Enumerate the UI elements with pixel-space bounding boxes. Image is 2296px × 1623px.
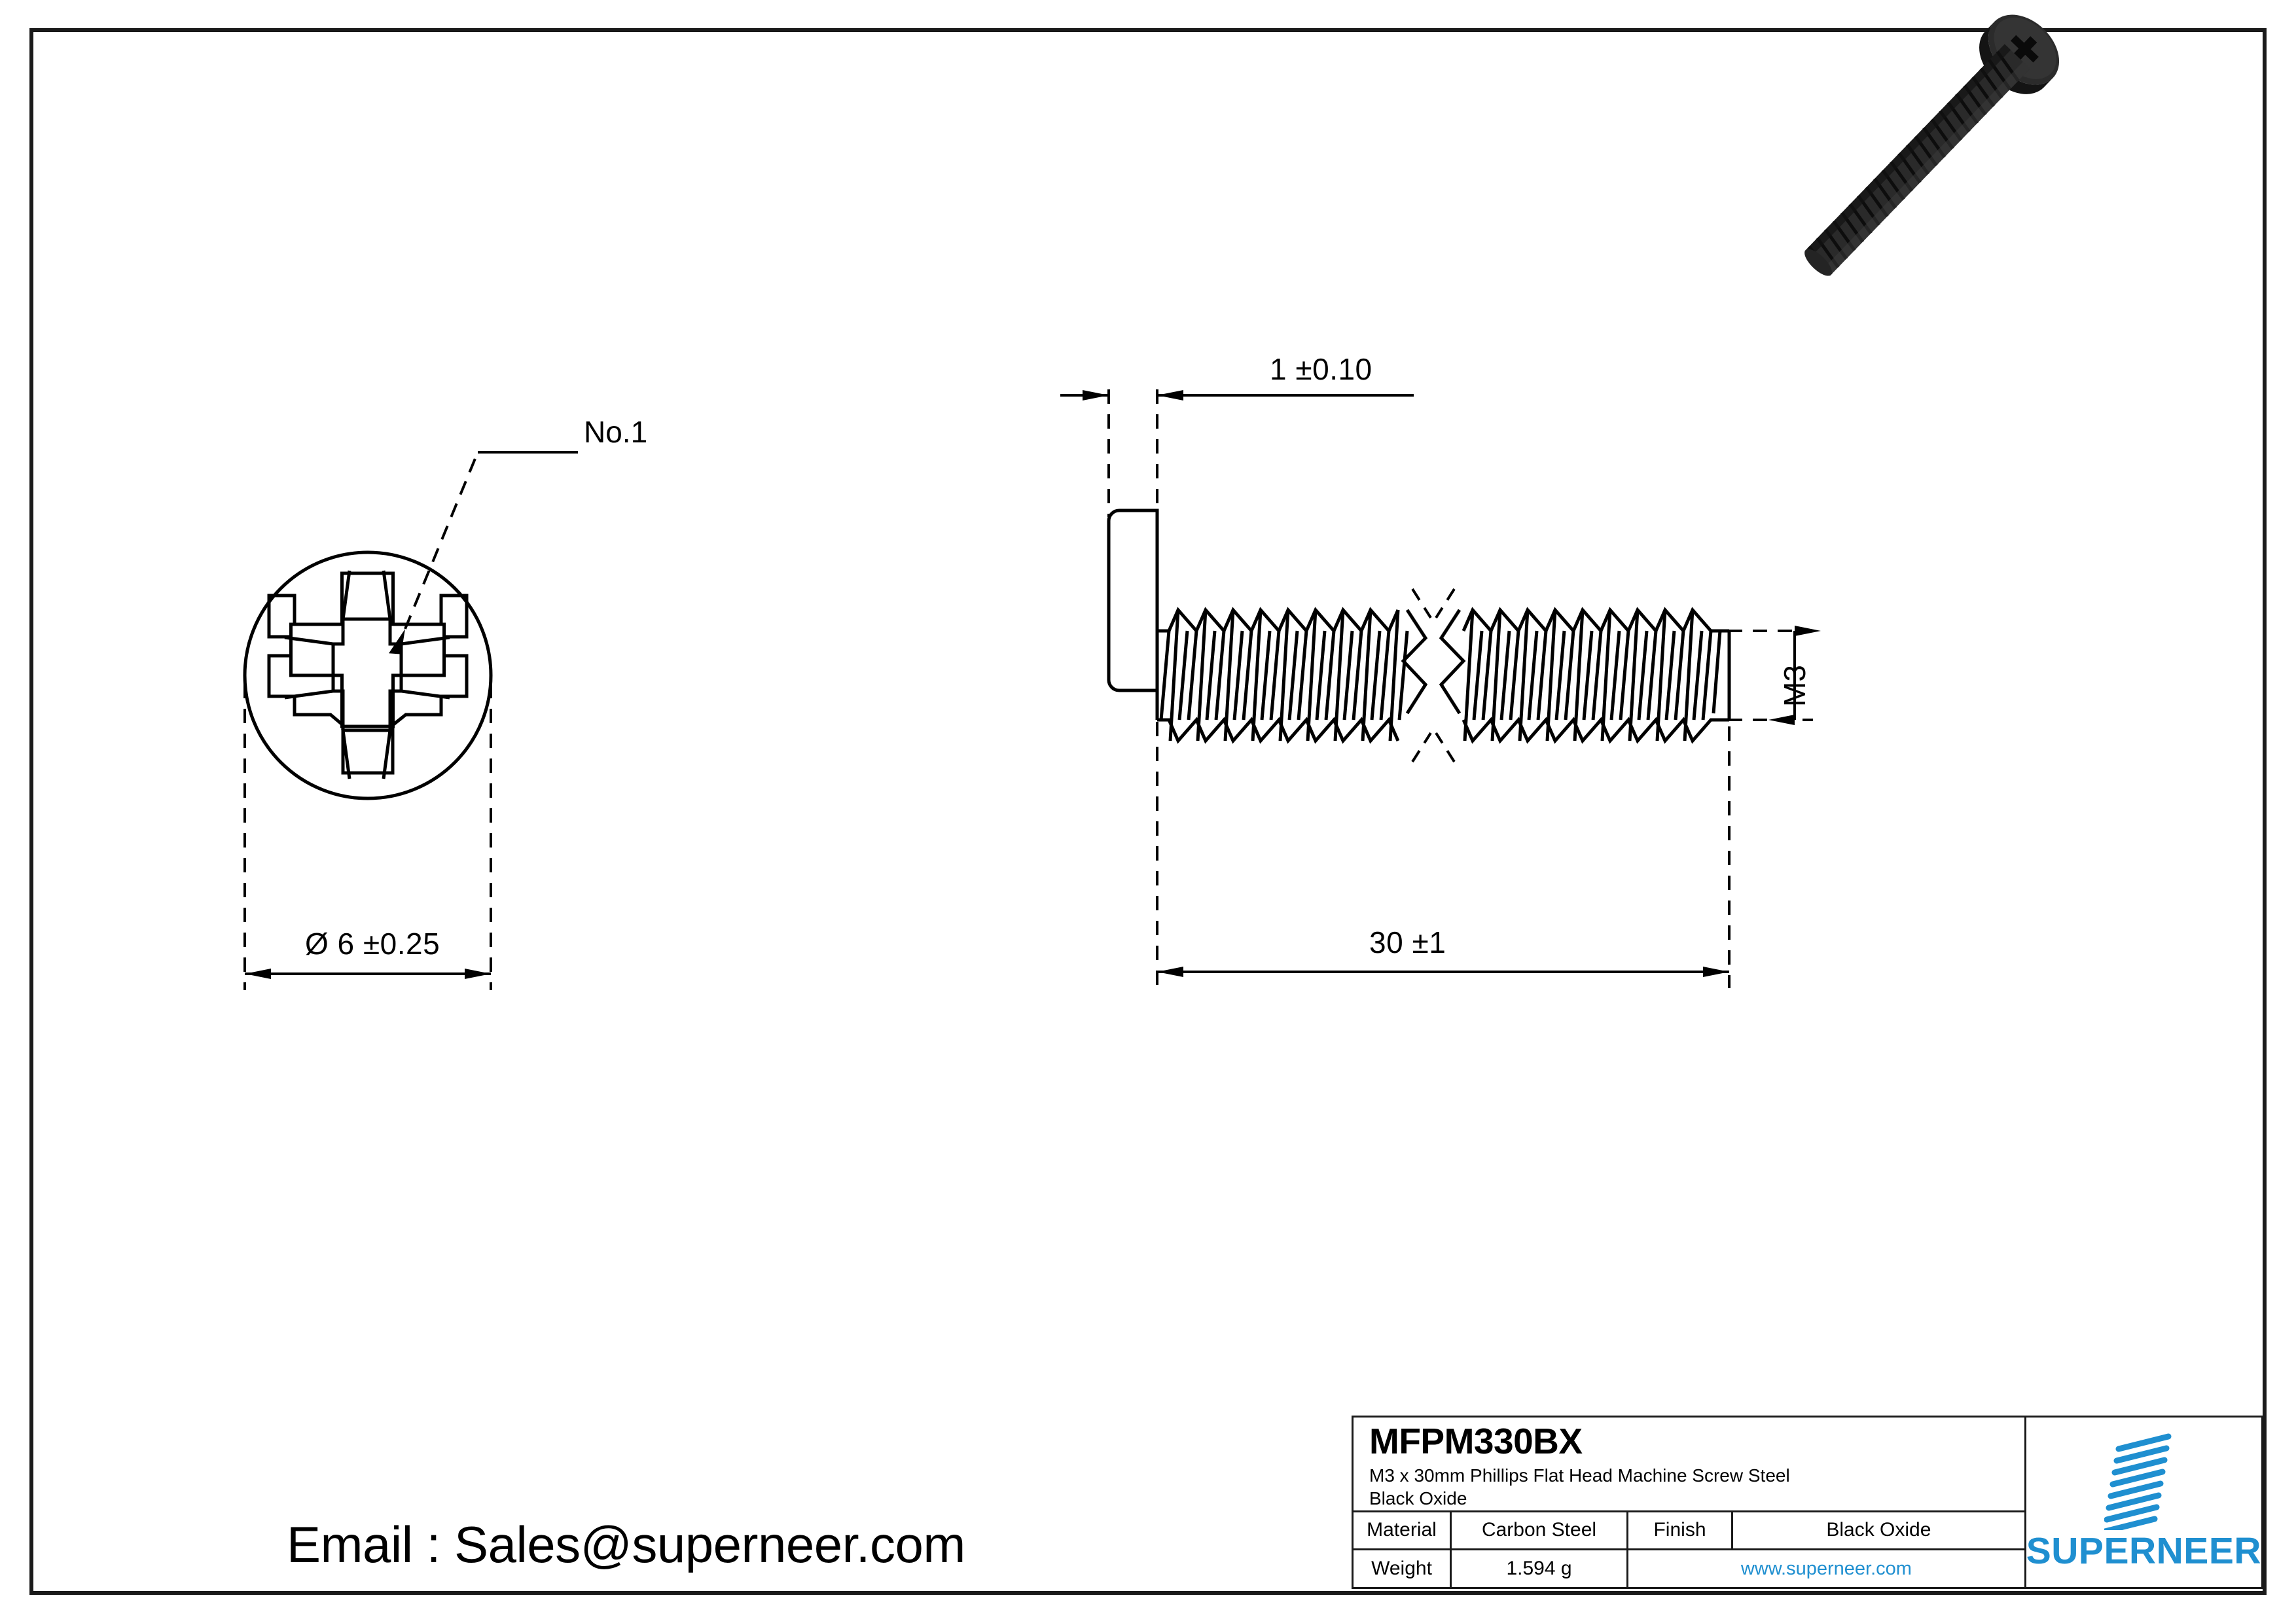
brand-logo: SUPERNEER: [2026, 1418, 2261, 1587]
side-view-group: [1060, 389, 1821, 988]
finish-label: Finish: [1628, 1512, 1733, 1549]
length-dimension-group: [1156, 697, 1731, 988]
break-line-right: [1435, 588, 1466, 763]
diameter-dimension-group: [243, 684, 492, 990]
brand-name: SUPERNEER: [2026, 1530, 2261, 1572]
weight-value: 1.594 g: [1452, 1550, 1628, 1587]
head-thickness-dimension-label: 1 ±0.10: [1270, 352, 1372, 386]
cross-recess-icon: [267, 576, 469, 775]
front-view-group: [243, 451, 578, 990]
part-description-line2: Black Oxide: [1369, 1488, 1467, 1509]
table-row: Material Carbon Steel Finish Black Oxide: [1354, 1512, 2024, 1551]
part-number: MFPM330BX: [1369, 1421, 1583, 1461]
diameter-dimension-label: Ø 6 ±0.25: [305, 927, 440, 961]
finish-value: Black Oxide: [1826, 1519, 1931, 1541]
recess-callout-label: No.1: [584, 415, 648, 449]
cross-recess-detail: [289, 571, 446, 728]
website-link[interactable]: www.superneer.com: [1740, 1558, 1912, 1579]
thread-diameter-dimension-group: [1728, 626, 1821, 725]
email-label: Email : Sales@superneer.com: [287, 1516, 965, 1573]
title-block: MFPM330BX M3 x 30mm Phillips Flat Head M…: [1352, 1416, 2263, 1589]
material-label: Material: [1354, 1512, 1452, 1549]
part-description-line1: M3 x 30mm Phillips Flat Head Machine Scr…: [1369, 1465, 1790, 1486]
part-description: M3 x 30mm Phillips Flat Head Machine Scr…: [1369, 1464, 2024, 1510]
thread-right-segment: [1462, 607, 1731, 744]
title-block-header: MFPM330BX M3 x 30mm Phillips Flat Head M…: [1354, 1418, 2024, 1512]
thread-left-segment: [1155, 607, 1409, 744]
superneer-logo-icon: [2104, 1433, 2172, 1530]
screw-3d-render: [1804, 14, 2060, 276]
head-thickness-dimension-group: [1060, 389, 1414, 517]
sheet-border: [29, 28, 2267, 1595]
title-block-info: MFPM330BX M3 x 30mm Phillips Flat Head M…: [1354, 1418, 2026, 1587]
break-line-left: [1401, 588, 1432, 763]
length-dimension-label: 30 ±1: [1369, 925, 1446, 959]
thread-size-dimension-label: M3: [1778, 665, 1812, 707]
screw-head-profile: [1107, 508, 1159, 692]
cross-recess-flutes: [284, 570, 450, 779]
table-row: Weight 1.594 g www.superneer.com: [1354, 1550, 2024, 1587]
recess-callout-leader: [388, 451, 578, 654]
material-value: Carbon Steel: [1452, 1512, 1628, 1549]
head-outline-circle: [243, 550, 493, 800]
weight-label: Weight: [1354, 1550, 1452, 1587]
